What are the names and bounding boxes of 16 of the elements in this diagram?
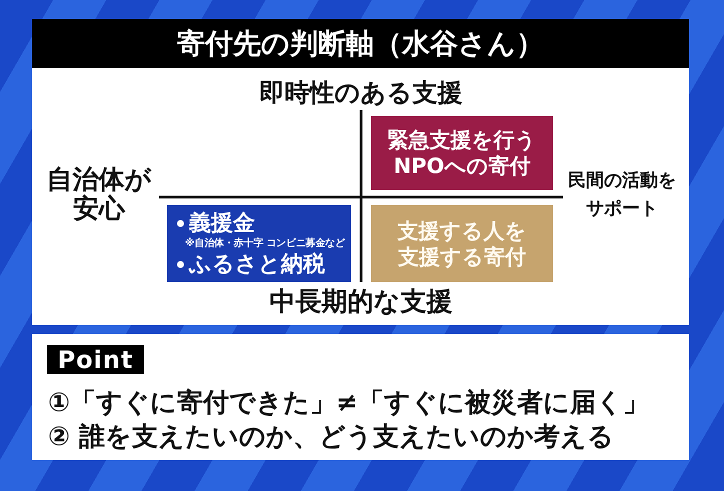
box-text: 緊急支援を行うNPOへの寄付 [386,127,538,179]
box-text: 支援する人を支援する寄付 [396,218,528,270]
quadrant-box [371,116,553,190]
quadrant-box [167,205,351,282]
point-text: ② 誰を支えたいのか、どう支えたいのか考える [48,422,614,452]
list-item-text: ふるさと納税 [189,250,325,278]
list-item-text: 義援金 [189,210,255,236]
point-tag: Point [47,345,144,374]
point-text: ①「すぐに寄付できた」≠「すぐに被災者に届く」 [48,388,649,418]
axis-label: 自治体が安心 [46,166,152,224]
axis-label: 民間の活動をサポート [567,169,677,221]
axis-label: 即時性のある支援 [260,78,462,107]
note-text: ※自治体・赤十字 コンビニ募金など [185,236,345,250]
title-banner: 寄付先の判断軸（水谷さん） [32,19,689,68]
axis-label: 中長期的な支援 [270,288,452,317]
quadrant-box [371,205,553,282]
